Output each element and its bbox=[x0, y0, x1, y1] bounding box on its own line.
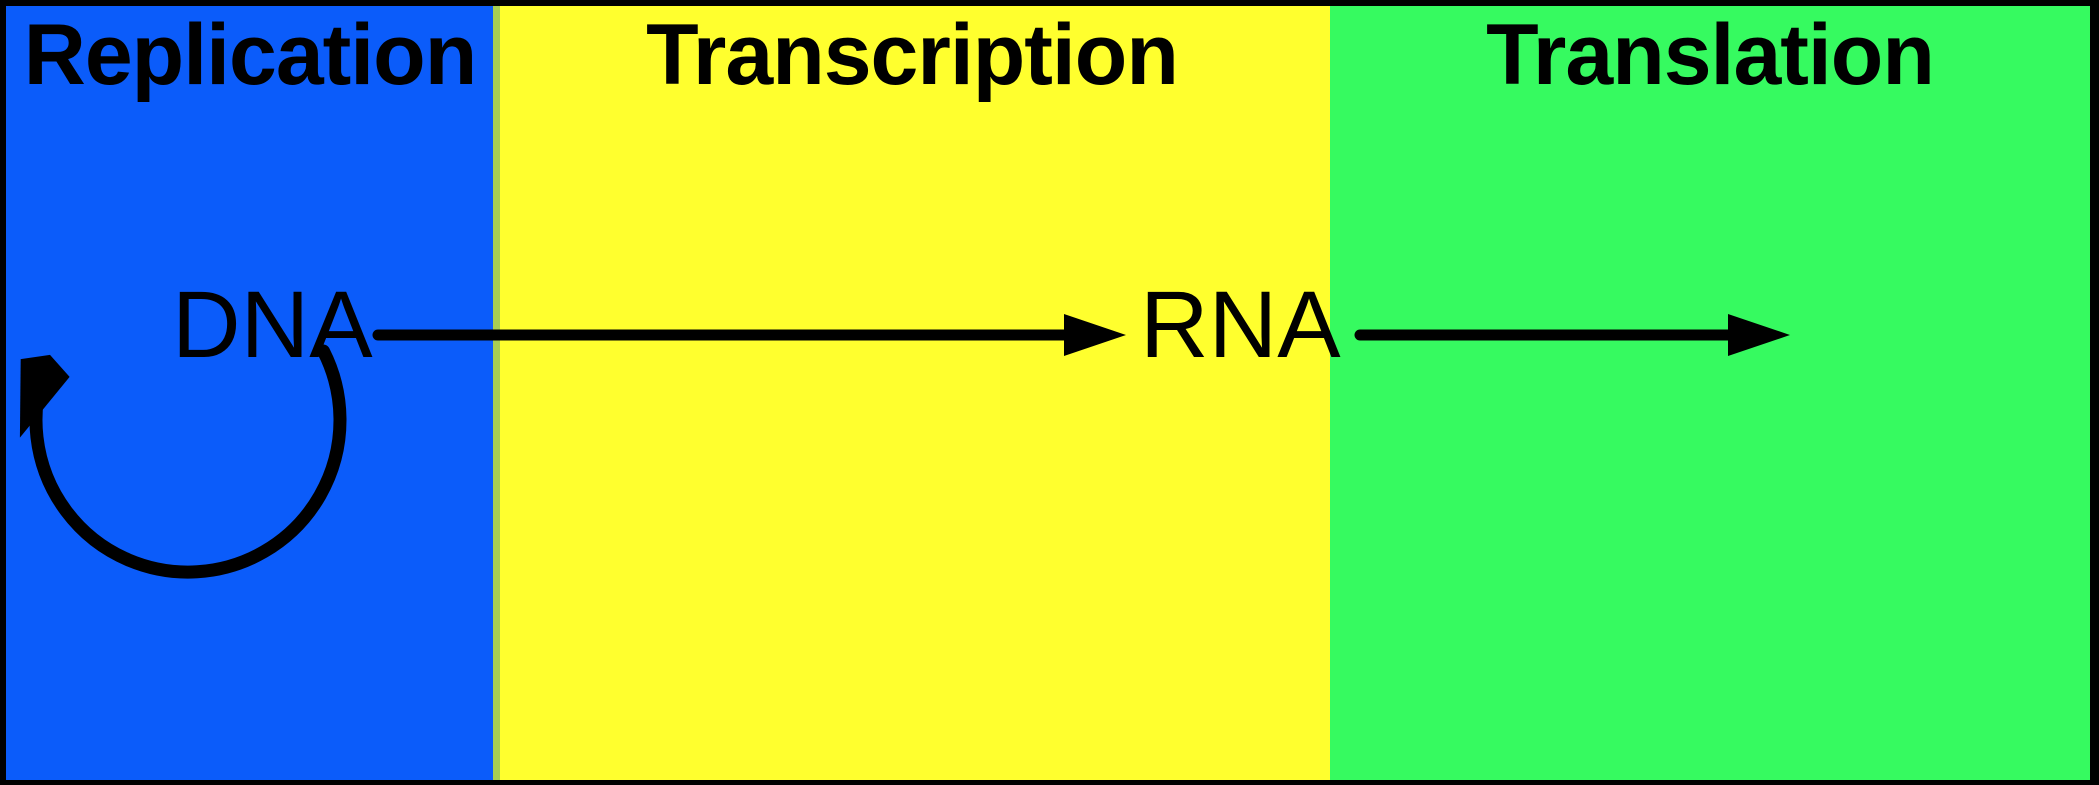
panel-backgrounds bbox=[6, 6, 2090, 780]
node-label-dna[interactable]: DNA bbox=[172, 272, 373, 378]
replication-cycle-arrow[interactable] bbox=[19, 344, 347, 579]
replication-arrowhead-icon bbox=[19, 354, 70, 438]
translation-arrowhead-icon bbox=[1728, 314, 1790, 356]
panel-headers: Replication Transcription Translation bbox=[24, 7, 1935, 103]
panel-seam-blue-yellow bbox=[493, 6, 501, 780]
panel-title-replication: Replication bbox=[24, 7, 477, 103]
panel-replication-background[interactable] bbox=[6, 6, 495, 780]
transcription-arrowhead-icon bbox=[1064, 314, 1126, 356]
panel-title-transcription: Transcription bbox=[646, 7, 1178, 103]
node-label-rna[interactable]: RNA bbox=[1140, 272, 1341, 378]
translation-arrow[interactable] bbox=[1354, 314, 1790, 356]
panel-translation-background[interactable] bbox=[1330, 6, 2090, 780]
panel-transcription-background[interactable] bbox=[500, 6, 1330, 780]
replication-arc-path bbox=[29, 344, 347, 579]
transcription-arrow[interactable] bbox=[372, 314, 1126, 356]
panel-title-translation: Translation bbox=[1486, 7, 1934, 103]
